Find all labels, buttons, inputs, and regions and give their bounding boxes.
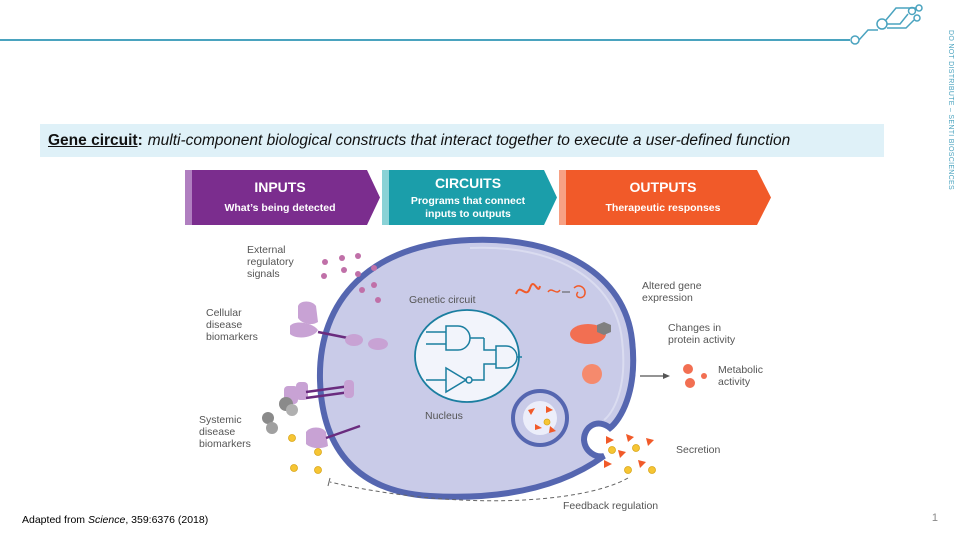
cellular-line-2: disease <box>206 319 243 331</box>
confidentiality-text: DO NOT DISTRIBUTE – SENTI BIOSCIENCES <box>947 30 954 190</box>
circuits-subtitle-2: inputs to outputs <box>425 208 511 220</box>
metabolic-products-icon <box>683 364 707 388</box>
external-signals-label: External regulatory signals <box>247 244 294 280</box>
feedback-regulation-label: Feedback regulation <box>563 500 659 512</box>
inputs-subtitle: What’s being detected <box>224 202 335 214</box>
footnote-source: Science <box>87 514 126 526</box>
external-line-3: signals <box>247 268 280 280</box>
cell-diagram <box>262 236 707 502</box>
protein-activity-label: Changes in protein activity <box>668 322 735 346</box>
genetic-circuit-label: Genetic circuit <box>409 294 476 306</box>
inputs-title: INPUTS <box>254 179 305 195</box>
secreted-molecules-icon <box>604 434 656 474</box>
page-number: 1 <box>931 512 938 524</box>
circuits-subtitle-1: Programs that connect <box>411 195 526 207</box>
nucleus <box>414 309 520 403</box>
and-gate-icon <box>426 325 496 351</box>
systemic-line-1: Systemic <box>199 414 242 426</box>
definition-colon: : <box>137 131 143 149</box>
cellular-receptor-icon <box>290 301 388 350</box>
metabolic-line-1: Metabolic <box>718 364 763 376</box>
and-gate-output-icon <box>495 345 522 369</box>
inputs-banner: INPUTS What’s being detected <box>185 170 380 225</box>
header-circuit-line <box>0 4 923 45</box>
gene-expression-icon <box>515 283 586 299</box>
footnote-citation: , 359:6376 (2018) <box>125 514 209 526</box>
feedback-arrow <box>329 477 629 502</box>
outputs-banner: OUTPUTS Therapeutic responses <box>559 170 771 225</box>
protein-line-1: Changes in <box>668 322 722 334</box>
cellular-biomarkers-label: Cellular disease biomarkers <box>206 307 258 343</box>
systemic-receptor-icon <box>262 380 361 449</box>
not-gate-icon <box>426 363 496 394</box>
altered-line-1: Altered gene <box>642 280 702 292</box>
source-footnote: Adapted from Science, 359:6376 (2018) <box>22 514 208 526</box>
systemic-molecules-icon <box>288 434 322 474</box>
systemic-line-3: biomarkers <box>199 438 251 450</box>
secretion-label: Secretion <box>676 444 721 456</box>
protein-modifier-icon <box>597 322 611 335</box>
altered-line-2: expression <box>642 292 693 304</box>
protein-line-2: protein activity <box>668 334 736 346</box>
outputs-subtitle: Therapeutic responses <box>606 202 721 214</box>
metabolic-activity-label: Metabolic activity <box>718 364 763 388</box>
nucleus-label: Nucleus <box>425 410 463 422</box>
external-line-2: regulatory <box>247 256 294 268</box>
circuits-title: CIRCUITS <box>435 175 501 191</box>
metabolic-line-2: activity <box>718 376 751 388</box>
definition-text: multi-component biological constructs th… <box>147 131 791 149</box>
external-signal-dots <box>321 253 381 303</box>
cellular-line-3: biomarkers <box>206 331 258 343</box>
definition-box: Gene circuit : multi-component biologica… <box>40 124 884 157</box>
altered-expression-label: Altered gene expression <box>642 280 702 304</box>
external-line-1: External <box>247 244 286 256</box>
outputs-title: OUTPUTS <box>630 179 697 195</box>
circuits-banner: CIRCUITS Programs that connect inputs to… <box>382 170 557 225</box>
definition-term: Gene circuit <box>48 131 138 149</box>
systemic-line-2: disease <box>199 426 236 438</box>
cellular-line-1: Cellular <box>206 307 242 319</box>
confidentiality-note: DO NOT DISTRIBUTE – SENTI BIOSCIENCES <box>938 30 958 200</box>
metabolite-icon <box>582 364 602 384</box>
footnote-prefix: Adapted from <box>22 514 88 526</box>
systemic-biomarkers-label: Systemic disease biomarkers <box>199 414 251 450</box>
